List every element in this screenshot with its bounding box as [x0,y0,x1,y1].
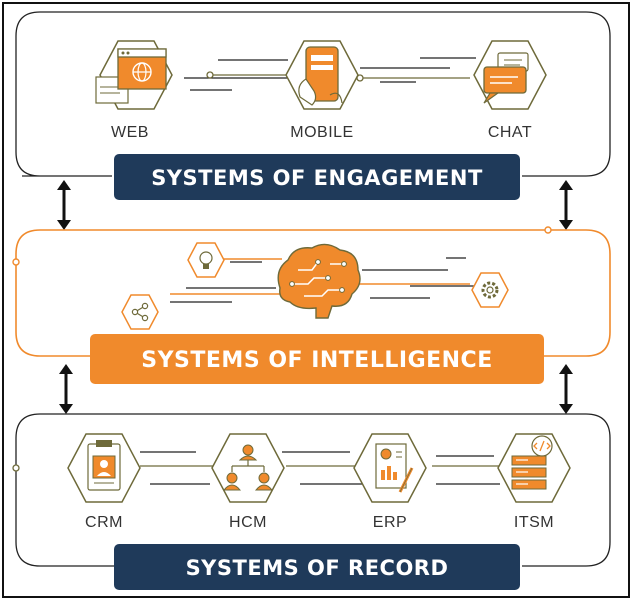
record-section: CRM HCM [12,413,611,590]
channel-label-web: WEB [111,124,149,141]
engagement-title: SYSTEMS OF ENGAGEMENT [151,166,483,190]
share-node [121,294,159,330]
connector-node [206,71,214,79]
arrow-intelligence-record-right [559,364,573,414]
crm-node [67,433,141,503]
gear-icon [481,281,499,299]
org-chart-icon [222,444,274,491]
mobile-node [285,40,359,110]
connector-node [12,464,20,472]
lightbulb-node [187,242,225,278]
itsm-node [497,433,571,503]
system-label-itsm: ITSM [514,514,554,531]
system-label-crm: CRM [85,514,123,531]
engagement-connectors [184,57,476,91]
chat-node [473,40,547,110]
channel-label-chat: CHAT [488,124,532,141]
web-node [95,40,173,110]
share-icon [131,302,149,322]
engagement-banner [114,154,520,200]
record-banner [114,544,520,590]
lightbulb-icon [199,251,213,269]
record-connectors [140,451,500,485]
hcm-node [211,433,285,503]
system-label-hcm: HCM [229,514,267,531]
browser-globe-icon [95,48,167,104]
record-outline [15,413,611,567]
intelligence-section: SYSTEMS OF INTELLIGENCE [12,226,611,384]
system-label-erp: ERP [373,514,407,531]
gear-node [471,272,509,308]
record-title: SYSTEMS OF RECORD [186,556,449,580]
intelligence-title: SYSTEMS OF INTELLIGENCE [141,348,492,373]
report-pen-icon [375,443,414,493]
chat-bubble-icon [483,52,529,104]
connector-node [544,226,552,234]
erp-node [353,433,427,503]
intelligence-orange-links [170,258,470,295]
engagement-section: WEB MOBILE [15,11,611,200]
intelligence-connectors [170,257,474,303]
connector-node [12,258,20,266]
brain-circuit-icon [277,243,361,319]
arrow-engagement-intelligence-left [57,180,71,230]
intelligence-outline [15,229,611,357]
intelligence-banner [90,334,544,384]
engagement-outline [15,11,611,177]
server-code-icon [511,435,553,490]
arrow-intelligence-record-left [59,364,73,414]
smartphone-icon [298,46,343,106]
arrow-engagement-intelligence-right [559,180,573,230]
channel-label-mobile: MOBILE [290,124,353,141]
clipboard-profile-icon [87,440,121,491]
